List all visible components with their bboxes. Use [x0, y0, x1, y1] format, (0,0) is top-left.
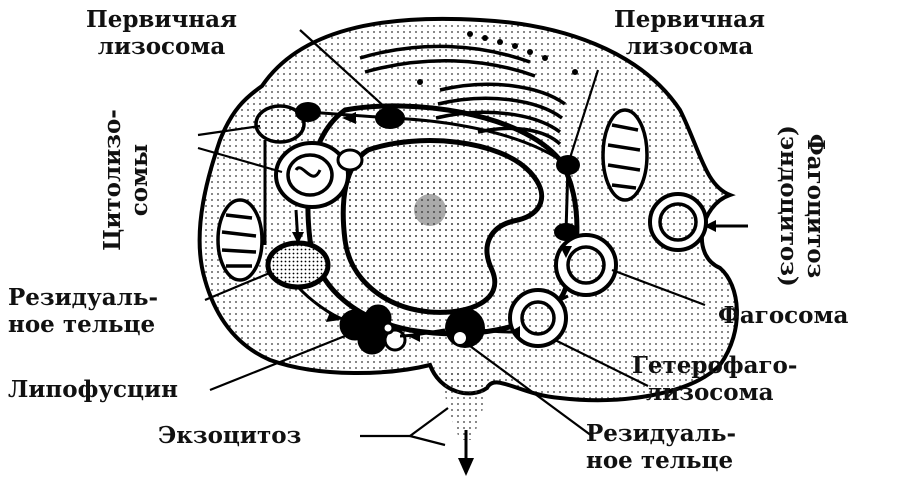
pathway-arrowheads: [292, 112, 572, 342]
cytolysosome-upper: [254, 104, 306, 144]
label-line: Липофусцин: [8, 376, 178, 403]
label-lipofuscin: Липофусцин: [8, 376, 178, 403]
golgi-vesicles: [417, 31, 578, 85]
label-line: лизосома: [97, 33, 226, 60]
label-line: Резидуаль-: [586, 420, 736, 447]
label-residual-body-bottom: Резидуаль- ное тельце: [586, 420, 736, 474]
label-line: ное тельце: [8, 311, 156, 338]
label-phagosome: Фагосома: [718, 302, 848, 329]
label-phagocytosis: Фагоцитоз (эндоцитоз): [775, 125, 829, 287]
label-heterophagolysosome: Гетерофаго- лизосома: [632, 352, 797, 406]
label-line: Первичная: [614, 6, 766, 33]
pathway-lines: [263, 110, 570, 338]
leader-lines: [197, 29, 706, 447]
label-line: лизосома: [646, 379, 774, 406]
label-cytolysosomes: Цитолизо- сомы: [99, 109, 153, 251]
nucleus: [340, 138, 545, 315]
residual-body-left: [265, 240, 331, 290]
label-line: Фагоцитоз: [802, 133, 829, 279]
label-exocytosis: Экзоцитоз: [158, 422, 301, 449]
label-line: Первичная: [86, 6, 238, 33]
exocytosis-plume: [444, 372, 486, 440]
label-line: Экзоцитоз: [158, 422, 302, 449]
label-line: Гетерофаго-: [632, 352, 798, 379]
label-primary-lysosome-left: Первичная лизосома: [86, 6, 237, 60]
label-line: Резидуаль-: [8, 284, 158, 311]
label-line: сомы: [126, 143, 153, 217]
label-residual-body-left: Резидуаль- ное тельце: [8, 284, 158, 338]
exocytosis-arrowhead: [458, 458, 474, 476]
label-line: лизосома: [625, 33, 754, 60]
label-line: Фагосома: [718, 302, 849, 329]
mitochondrion-left: [216, 198, 264, 282]
label-line: (эндоцитоз): [775, 125, 802, 287]
label-line: ное тельце: [586, 447, 734, 474]
mitochondrion-right: [601, 108, 649, 202]
label-line: Цитолизо-: [99, 109, 126, 251]
label-primary-lysosome-right: Первичная лизосома: [614, 6, 765, 60]
